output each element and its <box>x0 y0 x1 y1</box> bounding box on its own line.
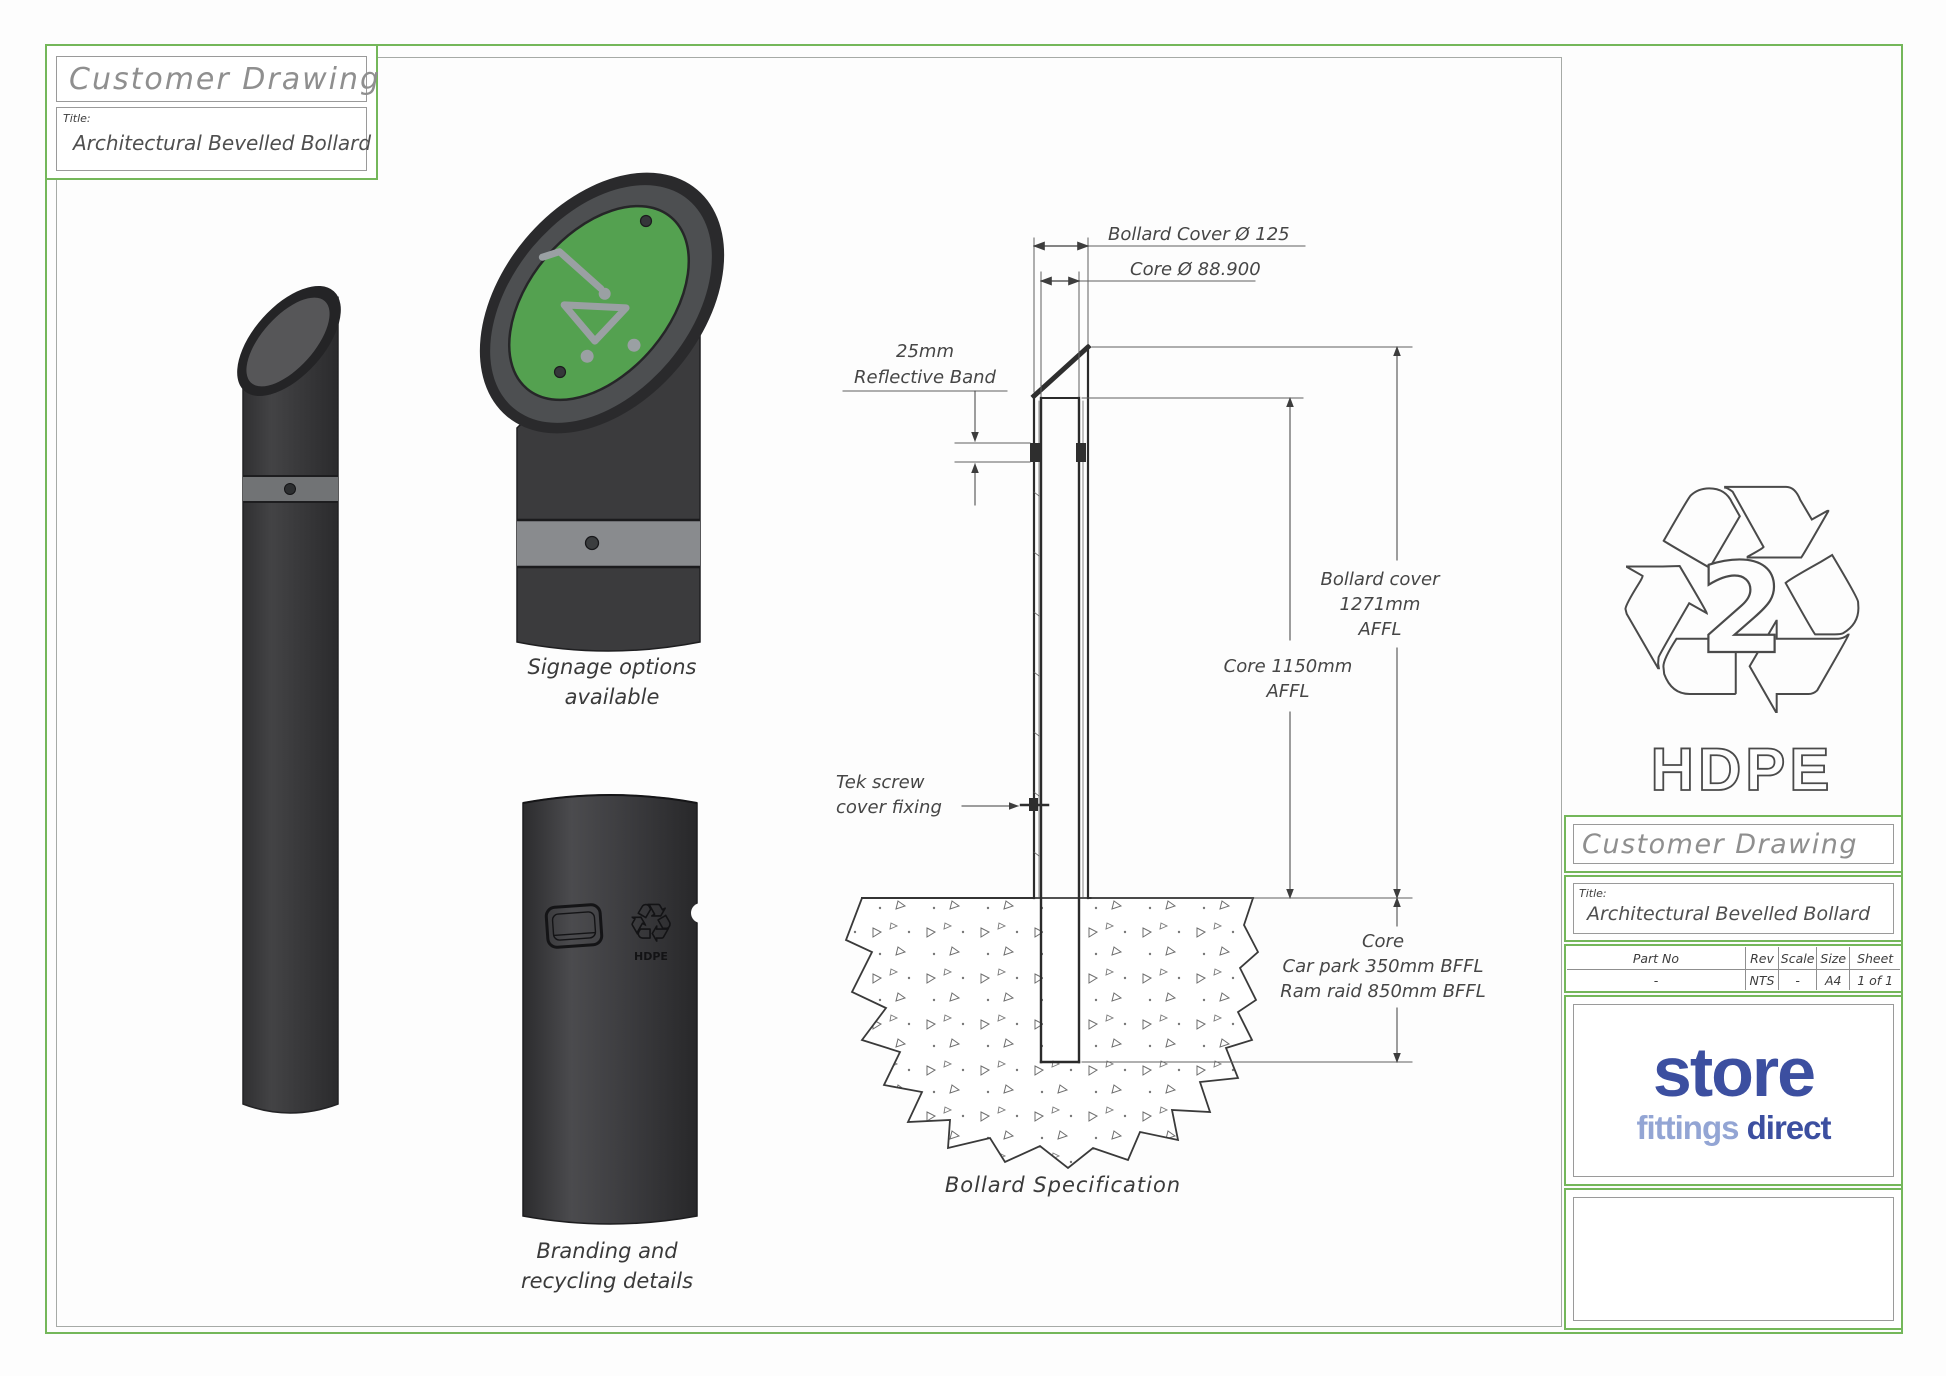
core-height-1: Core 1150mm <box>1224 656 1353 677</box>
bottom-right-title-label: Title: <box>1579 887 1607 900</box>
body-notch <box>691 903 711 923</box>
val-size: A4 <box>1817 970 1851 990</box>
signage-bollard-illustration <box>479 172 725 652</box>
branding-plate <box>544 903 604 949</box>
trolley-icon <box>538 248 641 363</box>
bottom-right-title-box: Title: Architectural Bevelled Bollard <box>1564 875 1903 942</box>
cover-height-2: 1271mm <box>1340 594 1421 615</box>
bottom-right-header: Customer Drawing <box>1582 828 1859 860</box>
branding-bollard-illustration: ♻ HDPE <box>522 794 711 1225</box>
band-label-1: 25mm <box>896 341 954 362</box>
hdpe-label: HDPE <box>1651 736 1834 803</box>
bollard-bevel-face <box>246 297 330 387</box>
svg-text:♻: ♻ <box>628 894 675 954</box>
bottom-right-header-box: Customer Drawing <box>1564 815 1903 873</box>
band-label-2: Reflective Band <box>854 367 996 388</box>
depth-label-3: Ram raid 850mm BFFL <box>1280 981 1486 1002</box>
hdpe-recycling-icon: ♻ 2 HDPE <box>1598 415 1887 804</box>
top-left-title: Architectural Bevelled Bollard <box>73 131 372 155</box>
col-sheet: Sheet <box>1850 947 1900 970</box>
recycling-icon: ♻ HDPE <box>627 893 675 963</box>
core-height-2: AFFL <box>1265 681 1309 702</box>
logo-box: store fittings direct <box>1564 995 1903 1186</box>
hdpe-number: 2 <box>1699 537 1786 682</box>
svg-text:HDPE: HDPE <box>634 950 668 963</box>
store-fittings-direct-logo: store fittings direct <box>1636 1033 1832 1146</box>
branding-caption: Branding and recycling details <box>520 1239 694 1293</box>
top-left-header: Customer Drawing <box>69 61 382 97</box>
sign-screw-bottom <box>553 365 567 379</box>
val-part-no: - <box>1567 970 1746 990</box>
logo-fittings: fittings <box>1636 1109 1739 1146</box>
cover-height-3: AFFL <box>1357 619 1401 640</box>
spec-caption: Bollard Specification <box>944 1173 1182 1197</box>
bollard-full-illustration <box>237 285 341 1114</box>
collar-screw <box>284 483 296 495</box>
dim-core-diameter: Core Ø 88.900 <box>1130 259 1261 280</box>
cover-height-1: Bollard cover <box>1321 569 1442 590</box>
bollard-specification-drawing: Bollard Cover Ø 125 Core Ø 88.900 25mm R… <box>836 224 1486 1170</box>
reflective-band-left <box>1030 443 1040 462</box>
col-rev: Rev <box>1745 947 1780 970</box>
signage-collar-band <box>517 520 700 567</box>
svg-text:♻: ♻ <box>1599 416 1886 788</box>
logo-direct: direct <box>1746 1109 1832 1146</box>
signage-collar-screw <box>584 535 600 551</box>
top-left-title-block: Customer Drawing Title: Architectural Be… <box>45 44 382 180</box>
depth-label-2: Car park 350mm BFFL <box>1283 956 1484 977</box>
depth-label-1: Core <box>1362 931 1404 952</box>
col-size: Size <box>1817 947 1851 970</box>
val-scale: - <box>1779 970 1818 990</box>
reflective-band-right <box>1076 443 1086 462</box>
tek-screw-symbol <box>1019 798 1050 811</box>
sign-screw-top <box>639 214 653 228</box>
logo-store: store <box>1652 1033 1816 1111</box>
signage-caption: Signage options available <box>527 655 697 709</box>
val-sheet: 1 of 1 <box>1857 972 1894 988</box>
notes-box-empty <box>1564 1188 1903 1330</box>
tek-label-2: cover fixing <box>836 797 942 818</box>
parts-table-box: Part No Rev Scale Size Sheet - NTS - A4 … <box>1564 944 1903 993</box>
dim-cover-diameter: Bollard Cover Ø 125 <box>1108 224 1290 245</box>
page-outer-border <box>45 44 1903 1334</box>
top-left-title-label: Title: <box>63 112 91 125</box>
val-rev: NTS <box>1746 970 1780 990</box>
col-scale: Scale <box>1779 947 1818 970</box>
tek-label-1: Tek screw <box>836 772 925 793</box>
bottom-right-title: Architectural Bevelled Bollard <box>1587 903 1871 925</box>
col-part-no: Part No <box>1567 947 1746 970</box>
drawing-area-border <box>56 57 1562 1327</box>
parts-table: Part No Rev Scale Size Sheet - NTS - A4 … <box>1567 947 1900 990</box>
